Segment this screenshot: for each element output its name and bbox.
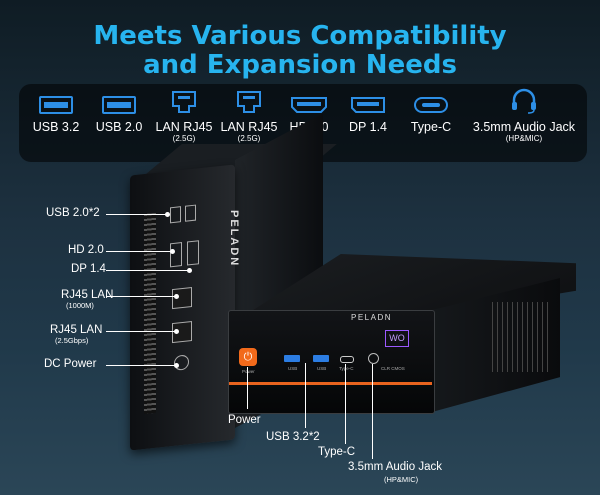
headline-line-1: Meets Various Compatibility — [93, 21, 507, 51]
port-lan-2: LAN RJ45 (2.5G) — [218, 90, 280, 143]
type-c-icon — [414, 97, 448, 113]
callout-audio: 3.5mm Audio Jack — [348, 461, 442, 473]
callout-rj45-1: RJ45 LAN — [61, 289, 114, 301]
port-usb32: USB 3.2 — [27, 96, 85, 134]
callout-rj45-1-sub: (1000M) — [66, 301, 94, 310]
front-clr-cmos-text: CLR CMOS — [381, 366, 405, 371]
callout-usb32: USB 3.2*2 — [266, 431, 320, 443]
callout-power: Power — [228, 414, 261, 426]
power-icon[interactable]: ⏻ — [239, 348, 257, 366]
usb-icon — [39, 96, 73, 114]
wo-badge: WO — [385, 330, 409, 347]
front-usb-port-2[interactable] — [313, 355, 329, 362]
front-accent-strip — [229, 382, 432, 385]
port-usb20: USB 2.0 — [89, 96, 149, 134]
port-lan-1: LAN RJ45 (2.5G) — [153, 90, 215, 143]
front-typec-text: Type-C — [339, 366, 354, 371]
callout-usb20: USB 2.0*2 — [46, 207, 100, 219]
ethernet-icon — [172, 91, 196, 113]
headset-icon — [512, 88, 536, 114]
callout-rj45-2-sub: (2.5Gbps) — [55, 336, 89, 345]
port-audio: 3.5mm Audio Jack (HP&MIC) — [465, 88, 583, 143]
front-typec-port[interactable] — [340, 356, 354, 363]
front-usb-text-2: USB — [317, 366, 327, 371]
callout-hd: HD 2.0 — [68, 244, 104, 256]
usb-icon — [102, 96, 136, 114]
ethernet-icon — [237, 91, 261, 113]
callout-rj45-2: RJ45 LAN — [50, 324, 103, 336]
displayport-icon — [351, 97, 385, 113]
front-brand-logo: PELADN — [351, 313, 393, 322]
port-typec: Type-C — [399, 96, 463, 134]
front-usb-port-1[interactable] — [284, 355, 300, 362]
rear-device-back-panel — [130, 164, 235, 451]
front-audio-jack[interactable] — [368, 353, 379, 364]
callout-typec: Type-C — [318, 446, 356, 458]
hdmi-icon — [291, 97, 327, 113]
front-device-panel — [228, 310, 435, 414]
headline-line-2: and Expansion Needs — [143, 50, 457, 80]
port-dp: DP 1.4 — [339, 96, 397, 134]
callout-dc-power: DC Power — [44, 358, 97, 370]
callout-dp: DP 1.4 — [71, 263, 106, 275]
callout-audio-sub: (HP&MIC) — [384, 475, 419, 484]
front-usb-text-1: USB — [288, 366, 298, 371]
front-power-text: Power — [242, 369, 255, 374]
rear-brand-logo: PELADN — [228, 210, 240, 268]
